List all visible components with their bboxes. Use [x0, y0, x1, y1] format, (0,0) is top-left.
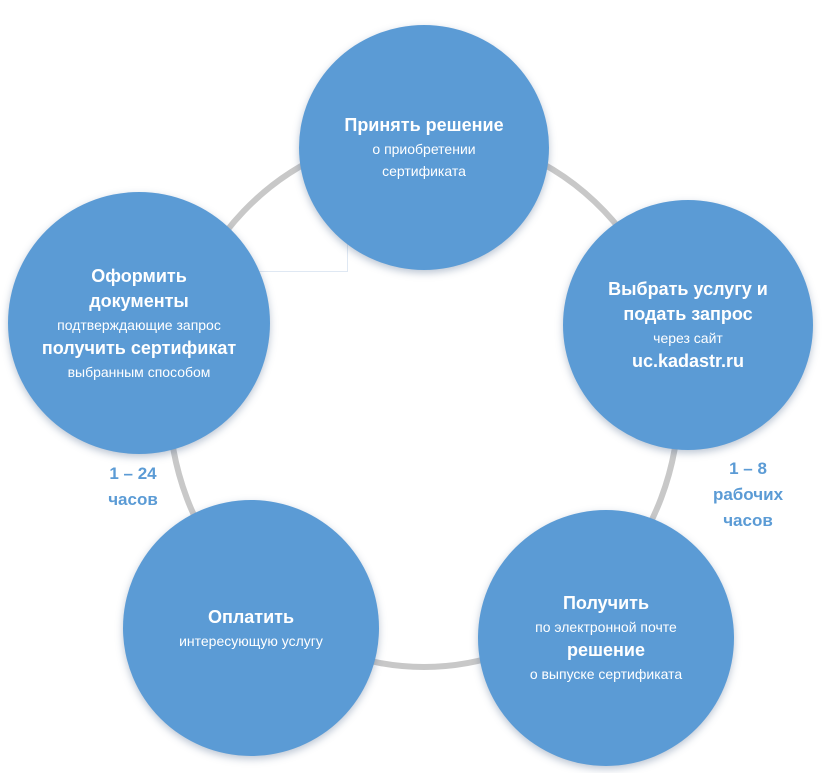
step-pay: Оплатить интересующую услугу [123, 500, 379, 756]
step-decide-text-2: сертификата [382, 163, 466, 179]
step-receive-title: Получить [562, 593, 650, 613]
step-decide-text-1: о приобретении [372, 141, 476, 157]
step-receive: Получить по электронной почте решение о … [478, 510, 734, 766]
step-documents-text-1: подтверждающие запрос [57, 316, 221, 333]
step-decide-title: Принять решение [344, 115, 504, 135]
duration-right: 1 – 8 рабочих часов [688, 456, 808, 534]
step-receive-text-2: о выпуске сертификата [529, 666, 683, 682]
step-request-title-1: Выбрать услугу и [608, 278, 768, 299]
step-receive-title-2: решение [567, 640, 645, 660]
step-request-text: через сайт [653, 329, 723, 346]
duration-left-value: 1 – 24 [109, 464, 157, 483]
step-receive-text-1: по электронной почте [535, 619, 677, 635]
step-documents: Оформить документы подтверждающие запрос… [8, 192, 270, 454]
duration-right-unit-2: часов [723, 511, 773, 530]
step-decide: Принять решение о приобретении сертифика… [299, 25, 549, 270]
step-request-title-2: подать запрос [623, 303, 753, 324]
step-pay-text: интересующую услугу [179, 632, 323, 649]
duration-right-unit-1: рабочих [712, 485, 784, 504]
step-request: Выбрать услугу и подать запрос через сай… [563, 200, 813, 450]
step-documents-title-2: документы [89, 290, 189, 311]
duration-right-value: 1 – 8 [729, 459, 767, 478]
step-request-site: uc.kadastr.ru [631, 350, 745, 371]
duration-left: 1 – 24 часов [78, 461, 188, 513]
duration-left-unit: часов [108, 490, 158, 509]
step-pay-title: Оплатить [207, 606, 295, 627]
step-documents-title-3: получить сертификат [41, 337, 237, 358]
step-documents-text-2: выбранным способом [67, 363, 211, 380]
step-documents-title-1: Оформить [91, 265, 187, 286]
